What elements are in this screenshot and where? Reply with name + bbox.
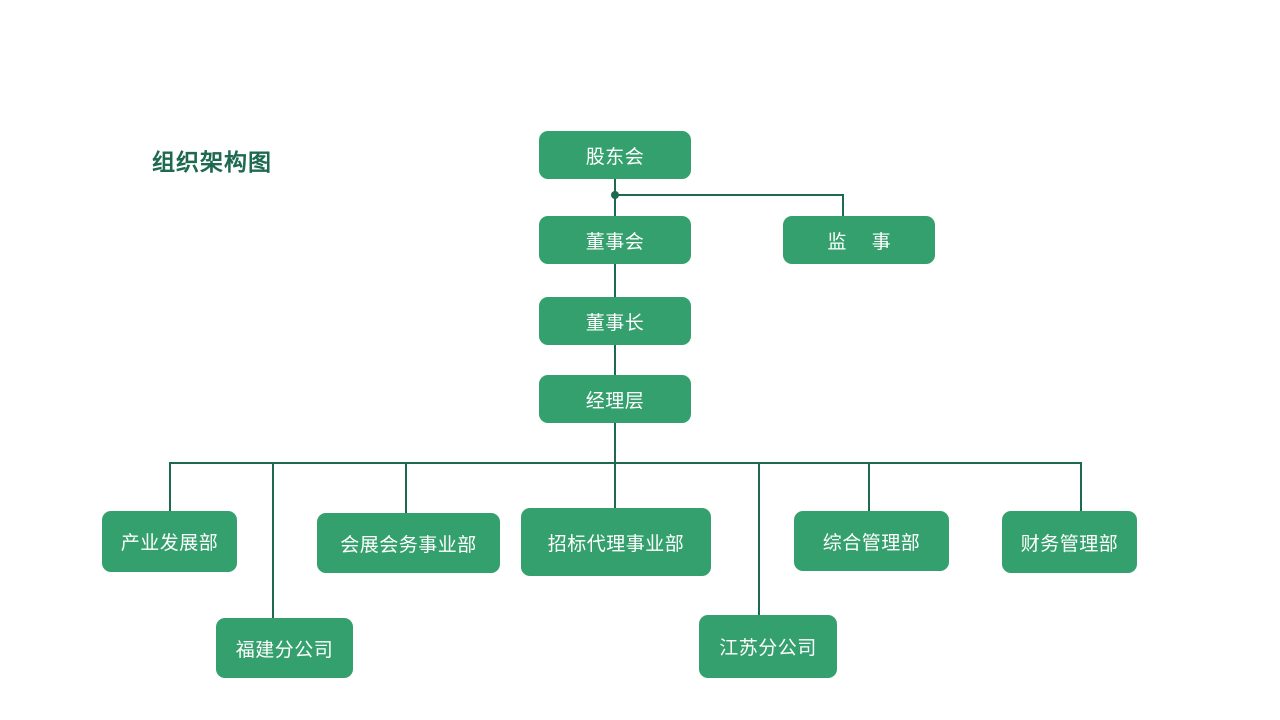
connector-drop-bidding <box>614 462 616 508</box>
node-jiangsu-branch[interactable]: 江苏分公司 <box>699 615 837 678</box>
connector-drop-fujian-branch <box>272 462 274 618</box>
node-supervisor[interactable]: 监 事 <box>783 216 935 264</box>
connector-drop-finance <box>1080 462 1082 511</box>
node-shareholders-meeting[interactable]: 股东会 <box>539 131 691 179</box>
connector-supervisor-down <box>842 194 844 218</box>
node-industrial-development-dept[interactable]: 产业发展部 <box>102 511 237 572</box>
node-management-level[interactable]: 经理层 <box>539 375 691 423</box>
connector-bus-supervisor <box>614 194 844 196</box>
node-board-of-directors[interactable]: 董事会 <box>539 216 691 264</box>
node-bidding-agency-division[interactable]: 招标代理事业部 <box>521 508 711 576</box>
page-title: 组织架构图 <box>152 149 272 175</box>
node-fujian-branch[interactable]: 福建分公司 <box>216 618 353 678</box>
connector-drop-exhibition <box>405 462 407 513</box>
node-chairman[interactable]: 董事长 <box>539 297 691 345</box>
junction-dot-icon <box>611 191 619 199</box>
connector-drop-general <box>868 462 870 511</box>
node-exhibition-business-division[interactable]: 会展会务事业部 <box>317 513 500 573</box>
connector-chairman-to-management <box>614 345 616 375</box>
node-general-management-dept[interactable]: 综合管理部 <box>794 511 949 571</box>
connector-drop-industry <box>169 462 171 511</box>
connector-department-bus <box>169 462 1082 464</box>
connector-management-down <box>614 423 616 462</box>
node-finance-management-dept[interactable]: 财务管理部 <box>1002 511 1137 573</box>
connector-drop-jiangsu-branch <box>758 462 760 615</box>
connector-board-to-chairman <box>614 264 616 297</box>
